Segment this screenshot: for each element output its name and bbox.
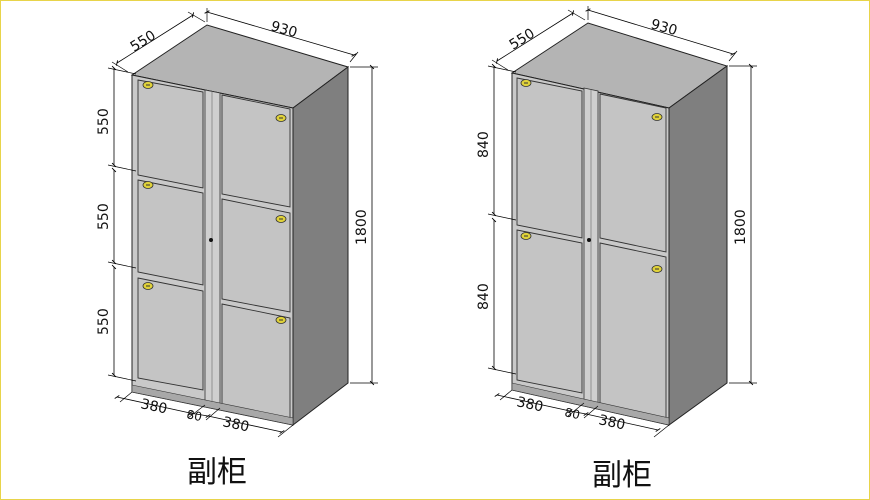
dimension-bottom: 380 80 380: [494, 389, 670, 438]
dimension-left-column: 840 840: [476, 63, 517, 375]
dimension-height: 1800: [729, 63, 757, 386]
cabinet-side-face: [292, 66, 349, 427]
dimension-width: 930: [585, 6, 738, 62]
dim-bottom-left-label: 380: [515, 394, 544, 415]
dim-depth-label: 550: [128, 28, 159, 56]
lock-icon[interactable]: [142, 81, 154, 89]
lock-icon[interactable]: [520, 79, 532, 87]
lock-icon[interactable]: [651, 265, 663, 273]
dim-bottom-mid-label: 80: [185, 407, 203, 424]
dim-height-label: 1800: [733, 209, 749, 245]
lock-icon[interactable]: [275, 316, 287, 324]
dim-row-label: 840: [476, 283, 492, 310]
dim-row-label: 550: [96, 108, 112, 135]
keyhole-icon: [209, 238, 213, 242]
dim-bottom-mid-label: 80: [563, 405, 581, 422]
locker-door[interactable]: [599, 93, 667, 253]
cabinet-center-strip: [204, 89, 221, 409]
cabinet-side-face: [668, 65, 728, 426]
locker-door[interactable]: [516, 77, 583, 239]
lock-icon[interactable]: [275, 215, 287, 223]
locker-door[interactable]: [137, 179, 204, 286]
cabinet-caption: 副柜: [187, 455, 247, 490]
locker-door[interactable]: [137, 79, 204, 189]
dim-width-label: 930: [649, 16, 679, 39]
dim-row-label: 550: [96, 203, 112, 230]
lock-icon[interactable]: [142, 181, 154, 189]
cabinet-right: 550 930 1800 840 840: [476, 6, 757, 493]
dim-row-label: 550: [96, 308, 112, 335]
lock-icon[interactable]: [520, 232, 532, 240]
dim-width-label: 930: [269, 18, 299, 41]
lock-icon[interactable]: [275, 114, 287, 122]
locker-door[interactable]: [221, 94, 291, 208]
dimension-height: 1800: [350, 64, 378, 386]
dim-height-label: 1800: [354, 209, 370, 245]
lock-icon[interactable]: [651, 113, 663, 121]
locker-door[interactable]: [516, 229, 583, 394]
dimension-left-column: 550 550 550: [96, 65, 137, 382]
lock-icon[interactable]: [142, 282, 154, 290]
cabinet-left: 550 930 1800 550 550 550: [96, 8, 378, 490]
dim-bottom-left-label: 380: [139, 396, 168, 417]
dim-bottom-right-label: 380: [221, 414, 250, 435]
locker-door[interactable]: [137, 277, 204, 391]
locker-door[interactable]: [221, 198, 291, 313]
keyhole-icon: [587, 238, 591, 242]
dimension-width: 930: [204, 8, 359, 63]
dim-row-label: 840: [476, 131, 492, 158]
cabinet-caption: 副柜: [592, 458, 652, 493]
dim-bottom-right-label: 380: [597, 412, 626, 433]
dim-depth-label: 550: [507, 26, 538, 54]
dimension-bottom: 380 80 380: [114, 391, 294, 438]
